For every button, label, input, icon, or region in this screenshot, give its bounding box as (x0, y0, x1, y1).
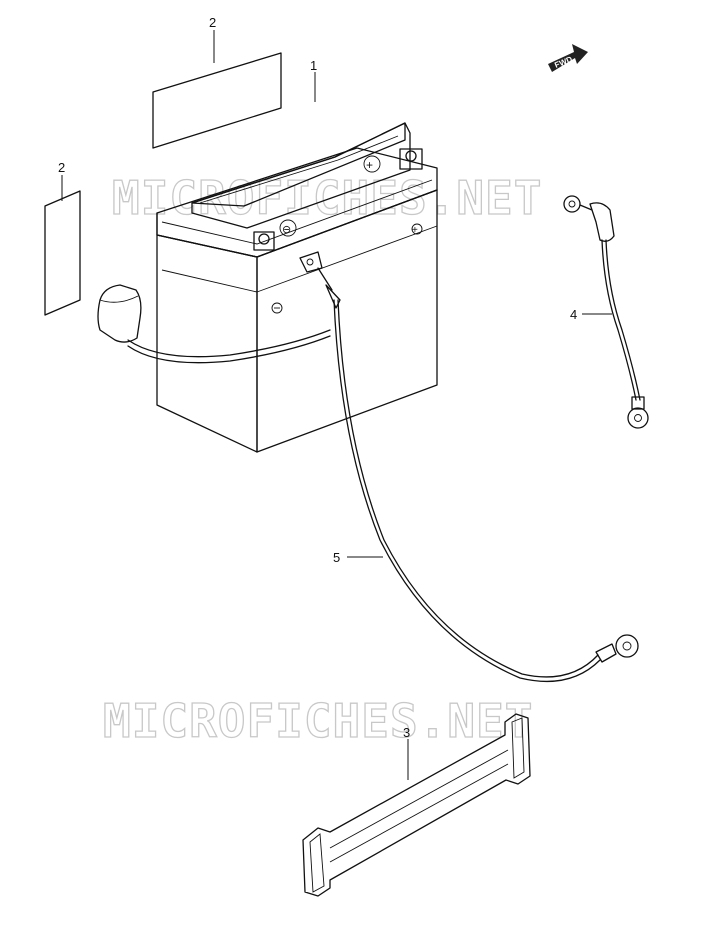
lead-wire-4: 4 (563, 195, 649, 429)
callout-cable: 5 (333, 550, 340, 565)
positive-terminal: + (363, 148, 423, 173)
watermark-top: MICROFICHES.NET (112, 171, 542, 225)
callout-lead-wire: 4 (570, 307, 577, 322)
fwd-label: FWD (553, 55, 573, 70)
svg-text:+: + (412, 225, 418, 236)
negative-symbol: ⊖ (282, 224, 291, 236)
callout-band: 3 (403, 725, 410, 740)
label-sticker-side: 2 (44, 160, 81, 316)
battery-band-3: 3 (302, 713, 531, 897)
callout-label-side: 2 (58, 160, 65, 175)
negative-terminal: ⊖ (253, 219, 297, 251)
label-sticker-top: 2 (152, 15, 282, 149)
watermark-bottom: MICROFICHES.NET (103, 694, 533, 748)
positive-symbol: + (366, 158, 373, 172)
watermark-group: MICROFICHES.NET MICROFICHES.NET (102, 170, 542, 748)
callout-battery: 1 (310, 58, 317, 73)
callout-label-top: 2 (209, 15, 216, 30)
fwd-badge: FWD (548, 44, 588, 72)
cable-5: 5 (299, 251, 639, 683)
battery: ⊖ + + 1 (156, 58, 438, 453)
breather-cap (97, 284, 331, 364)
